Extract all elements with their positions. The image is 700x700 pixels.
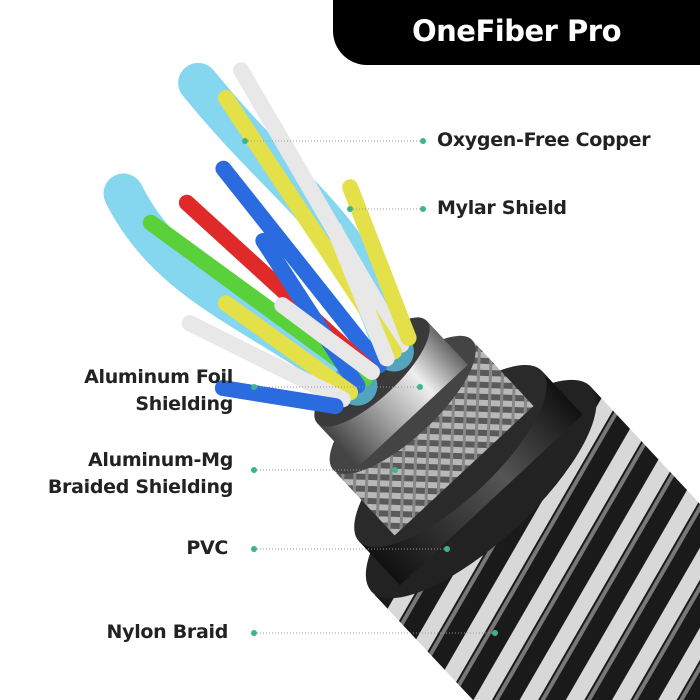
label-pvc: PVC bbox=[186, 537, 228, 559]
leader-lines bbox=[245, 140, 495, 634]
label-line: Aluminum Foil bbox=[84, 366, 233, 388]
label-nylon-braid: Nylon Braid bbox=[106, 621, 229, 643]
label-mylar-shield: Mylar Shield bbox=[437, 197, 567, 219]
label-oxygen-free-copper: Oxygen-Free Copper bbox=[437, 129, 651, 151]
label-aluminum-foil-shielding: Aluminum Foil Shielding bbox=[0, 364, 233, 418]
label-line: Braided Shielding bbox=[47, 476, 233, 498]
braided-shield-layer bbox=[333, 340, 534, 536]
leader-dots bbox=[242, 138, 498, 636]
product-title: OneFiber Pro bbox=[411, 14, 622, 48]
label-aluminum-mg-braided-shielding: Aluminum-Mg Braided Shielding bbox=[0, 447, 233, 501]
label-line: Shielding bbox=[135, 393, 233, 415]
title-banner: OneFiber Pro bbox=[333, 0, 700, 65]
nylon-braid-layer bbox=[371, 387, 700, 700]
aluminum-foil-layer bbox=[317, 320, 468, 468]
label-line: Aluminum-Mg bbox=[88, 449, 233, 471]
